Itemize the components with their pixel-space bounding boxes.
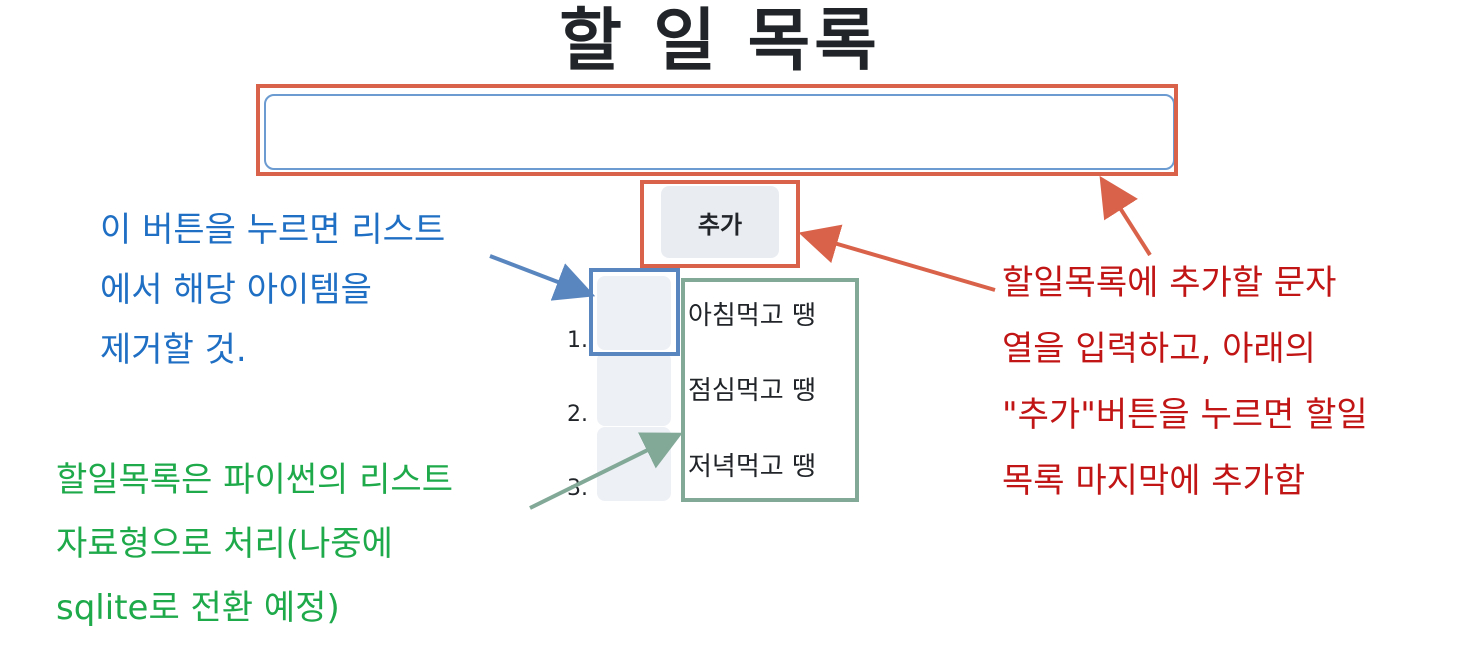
list-highlight-box (681, 278, 859, 502)
add-button-highlight-box (640, 180, 800, 268)
delete-button[interactable] (597, 352, 671, 426)
item-number: 2. (567, 402, 588, 427)
arrow-to-list (529, 432, 683, 510)
annotation-list-storage: 할일목록은 파이썬의 리스트 자료형으로 처리(나중에 sqlite로 전환 예… (56, 460, 453, 628)
arrow-to-input (1099, 175, 1152, 257)
item-number: 1. (567, 328, 588, 353)
arrow-to-add-button (798, 224, 996, 292)
todo-text: 아침먹고 땡 (688, 301, 816, 331)
delete-button[interactable] (597, 276, 671, 350)
input-highlight-box (256, 84, 1178, 176)
delete-button-highlight-box (589, 268, 680, 356)
todo-text: 저녁먹고 땡 (688, 452, 816, 482)
todo-input[interactable] (264, 94, 1175, 170)
add-button[interactable]: 추가 (661, 186, 779, 258)
page-title: 할 일 목록 (559, 2, 881, 81)
arrow-to-delete-button (489, 254, 596, 301)
annotation-delete-button: 이 버튼을 누르면 리스트 에서 해당 아이템을 제거할 것. (100, 210, 446, 370)
annotation-add-button: 할일목록에 추가할 문자 열을 입력하고, 아래의 "추가"버튼을 누르면 할일… (1002, 263, 1368, 501)
todo-text: 점심먹고 땡 (688, 376, 816, 406)
